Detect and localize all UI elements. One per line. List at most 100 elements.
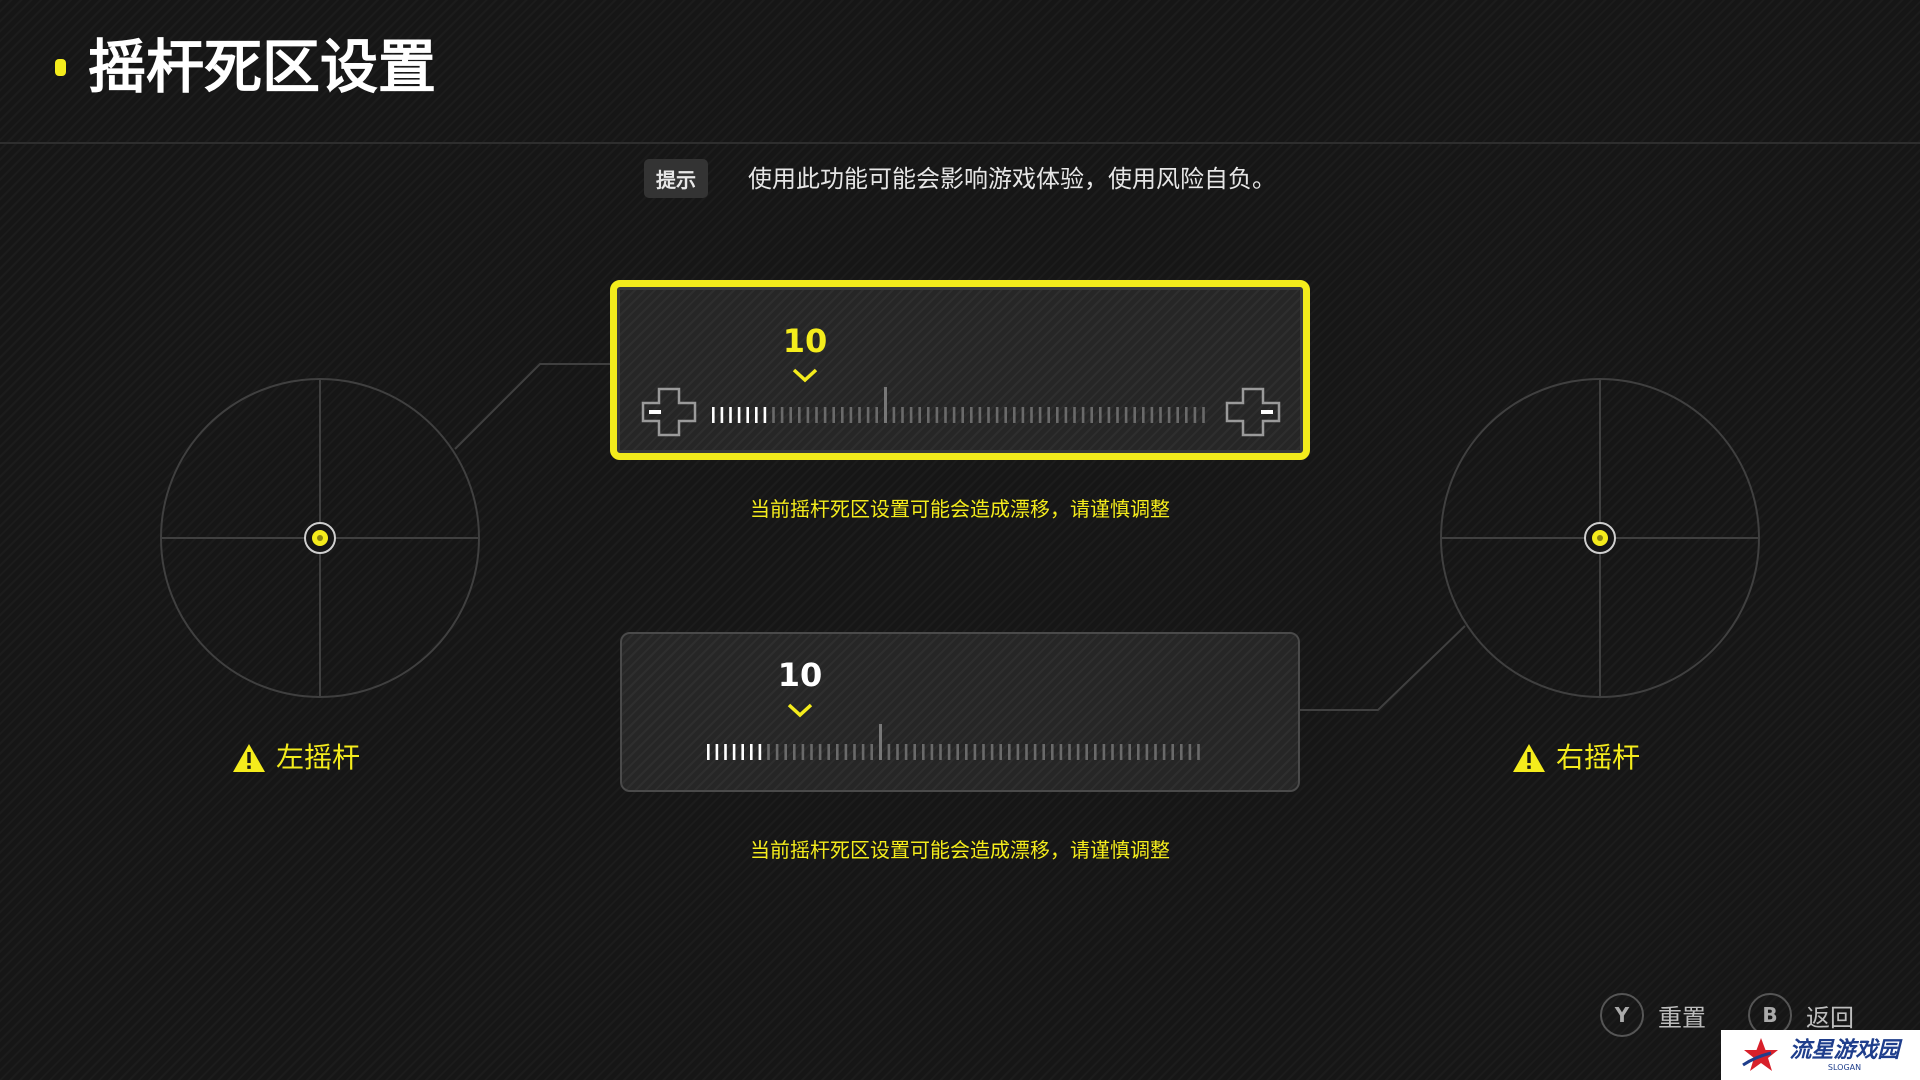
right-stick-label: 右摇杆 — [1512, 740, 1640, 776]
slider-tick — [875, 407, 878, 423]
slider-tick — [965, 744, 968, 760]
slider-tick — [861, 744, 865, 760]
slider-tick — [1085, 744, 1088, 760]
left-deadzone-slider[interactable]: 10 — [610, 280, 1310, 460]
slider-tick — [1167, 407, 1171, 423]
slider-tick — [1021, 407, 1025, 423]
hint-text: 使用此功能可能会影响游戏体验，使用风险自负。 — [748, 165, 1276, 193]
slider-tick — [844, 744, 848, 760]
slider-tick — [841, 407, 844, 423]
slider-tick — [746, 407, 749, 423]
slider-tick — [995, 407, 999, 423]
slider-tick — [715, 744, 719, 760]
slider-tick — [1094, 744, 1097, 760]
slider-ticks[interactable] — [707, 724, 1217, 774]
slider-tick — [1073, 407, 1076, 423]
slider-tick — [918, 407, 921, 423]
slider-tick — [904, 744, 908, 760]
slider-tick — [1128, 744, 1131, 760]
watermark-logo: 流星游戏园 SLOGAN — [1721, 1030, 1920, 1080]
back-label: 返回 — [1806, 1003, 1854, 1032]
slider-tick — [956, 744, 959, 760]
slider-tick — [853, 744, 856, 760]
slider-tick — [1081, 407, 1085, 423]
slider-tick — [1137, 744, 1140, 760]
slider-tick — [1176, 407, 1179, 423]
slider-tick — [720, 407, 724, 423]
slider-tick — [1188, 744, 1192, 760]
watermark-text: 流星游戏园 — [1789, 1037, 1900, 1063]
title-accent-dot — [55, 59, 66, 76]
dpad-plus-icon[interactable] — [1225, 387, 1281, 437]
slider-tick — [755, 407, 758, 423]
slider-tick — [737, 407, 741, 423]
slider-tick — [1033, 744, 1037, 760]
slider-tick — [1102, 744, 1106, 760]
slider-tick — [789, 407, 792, 423]
slider-tick — [750, 744, 753, 760]
hint-tag: 提示 — [644, 159, 708, 198]
slider-tick — [1150, 407, 1154, 423]
slider-tick — [1076, 744, 1080, 760]
slider-tick — [1171, 744, 1174, 760]
left-stick-diagram — [160, 378, 480, 698]
slider-tick — [784, 744, 787, 760]
slider-tick — [935, 407, 939, 423]
slider-tick — [909, 407, 913, 423]
slider-tick — [913, 744, 916, 760]
slider-tick — [1185, 407, 1188, 423]
slider-tick — [999, 744, 1002, 760]
slider-tick — [823, 407, 827, 423]
slider-tick — [887, 744, 891, 760]
slider-tick — [1116, 407, 1119, 423]
slider-tick — [1013, 407, 1016, 423]
slider-tick — [1064, 407, 1068, 423]
slider-tick — [1056, 407, 1059, 423]
slider-tick — [810, 744, 813, 760]
dpad-minus-icon[interactable] — [641, 387, 697, 437]
slider-tick — [712, 407, 715, 423]
warning-icon — [233, 744, 265, 772]
slider-tick — [732, 744, 736, 760]
slider-tick — [1008, 744, 1011, 760]
slider-tick — [1197, 744, 1200, 760]
slider-tick — [1107, 407, 1111, 423]
slider-tick — [780, 407, 784, 423]
star-logo-icon — [1742, 1038, 1779, 1071]
slider-tick — [884, 387, 887, 423]
slider-tick — [1162, 744, 1166, 760]
slider-tick — [1154, 744, 1157, 760]
slider-tick — [1059, 744, 1063, 760]
slider-tick — [944, 407, 947, 423]
slider-tick — [939, 744, 942, 760]
slider-tick — [1124, 407, 1128, 423]
slider-tick — [729, 407, 732, 423]
slider-tick — [901, 407, 904, 423]
reset-button[interactable]: Y 重置 — [1600, 993, 1706, 1037]
slider-tick — [1042, 744, 1045, 760]
slider-ticks[interactable] — [712, 387, 1222, 437]
slider-tick — [806, 407, 810, 423]
right-slider-warning: 当前摇杆死区设置可能会造成漂移，请谨慎调整 — [750, 838, 1170, 862]
slider-tick — [818, 744, 822, 760]
slider-tick — [947, 744, 951, 760]
slider-tick — [978, 407, 982, 423]
slider-tick — [763, 407, 767, 423]
slider-tick — [1068, 744, 1071, 760]
slider-tick — [987, 407, 990, 423]
reset-label: 重置 — [1658, 1003, 1706, 1032]
right-deadzone-slider[interactable]: 10 — [620, 632, 1300, 792]
header-divider — [0, 142, 1920, 144]
slider-tick — [970, 407, 973, 423]
watermark-sub: SLOGAN — [1827, 1062, 1862, 1072]
slider-tick — [767, 744, 770, 760]
slider-tick — [879, 724, 882, 760]
slider-tick — [1180, 744, 1183, 760]
slider-tick — [982, 744, 985, 760]
slider-tick — [724, 744, 727, 760]
y-key-icon: Y — [1600, 993, 1644, 1037]
slider-tick — [1159, 407, 1162, 423]
slider-tick — [1025, 744, 1028, 760]
slider-tick — [922, 744, 925, 760]
right-stick-label-text: 右摇杆 — [1556, 741, 1641, 774]
